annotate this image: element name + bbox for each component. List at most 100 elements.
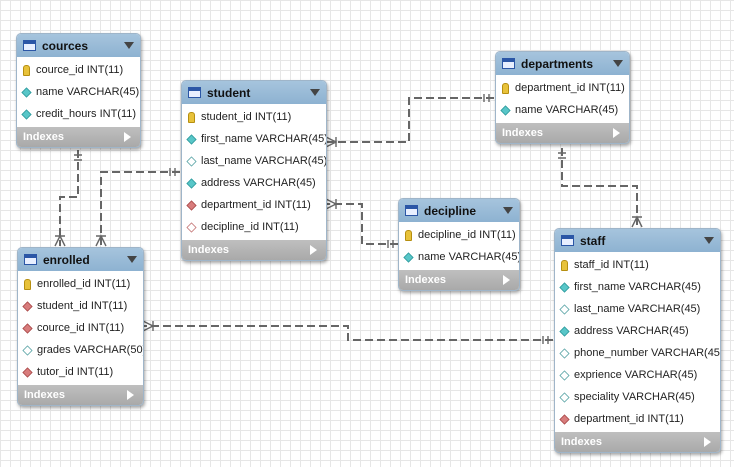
entity-title: enrolled [43, 252, 90, 267]
collapse-arrow-icon[interactable] [613, 60, 623, 67]
column-row[interactable]: department_id INT(11) [496, 77, 629, 99]
column-row[interactable]: grades VARCHAR(50) [18, 339, 143, 361]
rel-cources-enrolled-many-mark [54, 234, 66, 247]
nullable-column-icon [559, 347, 570, 359]
expand-arrow-icon[interactable] [310, 245, 317, 255]
rel-departments-student-many-mark [325, 136, 338, 148]
rel-decipline-student-one-mark [387, 240, 394, 248]
column-list: decipline_id INT(11) name VARCHAR(45) [399, 222, 519, 270]
rel-student-enrolled-one-mark [169, 168, 176, 176]
column-row[interactable]: name VARCHAR(45) [496, 99, 629, 121]
entity-student[interactable]: student student_id INT(11) first_name VA… [181, 80, 327, 261]
column-row[interactable]: first_name VARCHAR(45) [182, 128, 326, 150]
indexes-section[interactable]: Indexes [399, 270, 519, 290]
column-row[interactable]: phone_number VARCHAR(45) [555, 342, 720, 364]
column-row[interactable]: enrolled_id INT(11) [18, 273, 143, 295]
column-row[interactable]: last_name VARCHAR(45) [555, 298, 720, 320]
entity-staff[interactable]: staff staff_id INT(11) first_name VARCHA… [554, 228, 721, 453]
column-row[interactable]: department_id INT(11) [182, 194, 326, 216]
column-label: credit_hours INT(11) [36, 108, 137, 120]
column-icon [500, 104, 511, 116]
rel-staff-enrolled-one-mark [542, 336, 549, 344]
collapse-arrow-icon[interactable] [310, 89, 320, 96]
column-row[interactable]: decipline_id INT(11) [182, 216, 326, 238]
column-row[interactable]: name VARCHAR(45) [399, 246, 519, 268]
collapse-arrow-icon[interactable] [503, 207, 513, 214]
entity-departments[interactable]: departments department_id INT(11) name V… [495, 51, 630, 144]
indexes-section[interactable]: Indexes [496, 123, 629, 143]
column-row[interactable]: staff_id INT(11) [555, 254, 720, 276]
column-row[interactable]: student_id INT(11) [182, 106, 326, 128]
column-label: first_name VARCHAR(45) [201, 133, 327, 145]
indexes-label: Indexes [502, 127, 543, 139]
entity-title: student [207, 85, 251, 100]
foreign-key-icon [559, 413, 570, 425]
column-icon [559, 325, 570, 337]
nullable-column-icon [559, 303, 570, 315]
entity-header[interactable]: decipline [399, 199, 519, 222]
table-icon [24, 254, 37, 265]
expand-arrow-icon[interactable] [704, 437, 711, 447]
entity-header[interactable]: student [182, 81, 326, 104]
column-row[interactable]: cource_id INT(11) [17, 59, 140, 81]
rel-departments-student-one-mark [483, 94, 490, 102]
indexes-label: Indexes [405, 274, 446, 286]
entity-header[interactable]: staff [555, 229, 720, 252]
column-label: cource_id INT(11) [36, 64, 124, 76]
entity-header[interactable]: cources [17, 34, 140, 57]
column-label: name VARCHAR(45) [36, 86, 140, 98]
indexes-section[interactable]: Indexes [18, 385, 143, 405]
column-label: tutor_id INT(11) [37, 366, 114, 378]
rel-student-enrolled-many-mark [95, 234, 107, 247]
column-label: name VARCHAR(45) [515, 104, 619, 116]
column-icon [403, 251, 414, 263]
table-icon [405, 205, 418, 216]
indexes-section[interactable]: Indexes [17, 127, 140, 147]
indexes-section[interactable]: Indexes [555, 432, 720, 452]
collapse-arrow-icon[interactable] [127, 256, 137, 263]
rel-decipline-student-many-mark [325, 198, 338, 210]
rel-staff-enrolled [143, 325, 553, 341]
column-row[interactable]: last_name VARCHAR(45) [182, 150, 326, 172]
rel-departments-student [326, 97, 494, 143]
entity-decipline[interactable]: decipline decipline_id INT(11) name VARC… [398, 198, 520, 291]
column-row[interactable]: student_id INT(11) [18, 295, 143, 317]
rel-departments-staff-many-mark [631, 215, 643, 228]
collapse-arrow-icon[interactable] [124, 42, 134, 49]
column-label: last_name VARCHAR(45) [201, 155, 327, 167]
indexes-label: Indexes [23, 131, 64, 143]
expand-arrow-icon[interactable] [503, 275, 510, 285]
column-row[interactable]: exprience VARCHAR(45) [555, 364, 720, 386]
entity-header[interactable]: departments [496, 52, 629, 75]
column-row[interactable]: first_name VARCHAR(45) [555, 276, 720, 298]
nullable-column-icon [559, 369, 570, 381]
column-icon [186, 177, 197, 189]
column-row[interactable]: decipline_id INT(11) [399, 224, 519, 246]
column-row[interactable]: department_id INT(11) [555, 408, 720, 430]
column-row[interactable]: address VARCHAR(45) [182, 172, 326, 194]
column-label: decipline_id INT(11) [201, 221, 299, 233]
primary-key-icon [23, 64, 30, 76]
rel-cources-enrolled-one-mark [74, 154, 82, 161]
column-row[interactable]: credit_hours INT(11) [17, 103, 140, 125]
entity-header[interactable]: enrolled [18, 248, 143, 271]
foreign-key-icon [22, 366, 33, 378]
column-row[interactable]: address VARCHAR(45) [555, 320, 720, 342]
column-label: exprience VARCHAR(45) [574, 369, 698, 381]
nullable-column-icon [22, 344, 33, 356]
column-row[interactable]: name VARCHAR(45) [17, 81, 140, 103]
column-label: student_id INT(11) [37, 300, 128, 312]
column-row[interactable]: speciality VARCHAR(45) [555, 386, 720, 408]
collapse-arrow-icon[interactable] [704, 237, 714, 244]
expand-arrow-icon[interactable] [124, 132, 131, 142]
expand-arrow-icon[interactable] [613, 128, 620, 138]
indexes-section[interactable]: Indexes [182, 240, 326, 260]
column-label: address VARCHAR(45) [574, 325, 689, 337]
entity-cources[interactable]: cources cource_id INT(11) name VARCHAR(4… [16, 33, 141, 148]
primary-key-icon [188, 111, 195, 123]
column-row[interactable]: tutor_id INT(11) [18, 361, 143, 383]
entity-enrolled[interactable]: enrolled enrolled_id INT(11) student_id … [17, 247, 144, 406]
expand-arrow-icon[interactable] [127, 390, 134, 400]
primary-key-icon [502, 82, 509, 94]
column-row[interactable]: cource_id INT(11) [18, 317, 143, 339]
